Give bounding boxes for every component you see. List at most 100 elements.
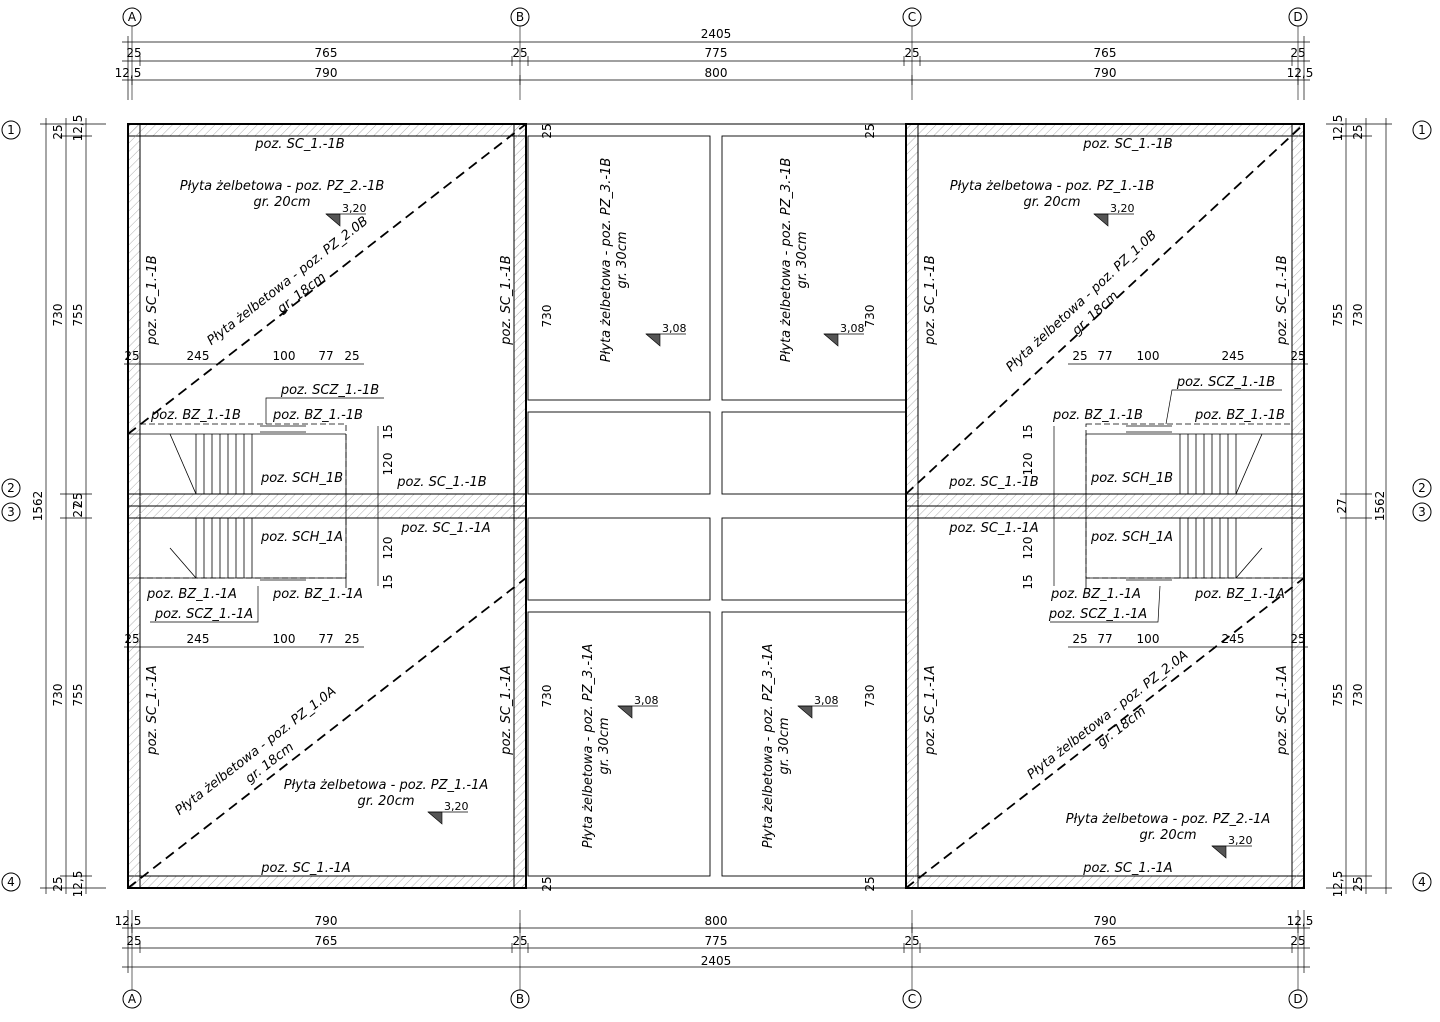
slab-thickness-label: gr. 20cm (1023, 195, 1080, 210)
stair-label: poz. SCH_1A (1090, 530, 1173, 545)
middle-slab-panels (526, 123, 907, 889)
axis-row-1-left: 1 (1, 120, 21, 140)
middle-slab-thickness: gr. 30cm (597, 717, 612, 774)
dim-label: 100 (273, 349, 296, 363)
dim-label: 25 (71, 492, 85, 507)
wall-label: poz. SC_1.-1A (260, 861, 350, 876)
level-value: 3,20 (1228, 834, 1253, 847)
dim-label: 730 (863, 685, 877, 708)
dim-total-width-bottom: 2405 (701, 954, 732, 968)
dim-label: 730 (540, 685, 554, 708)
wall-label: poz. SC_1.-1B (1275, 255, 1290, 345)
walls (127, 123, 1305, 889)
wall-label: poz. SC_1.-1B (396, 475, 486, 490)
dim-label: 790 (315, 914, 338, 928)
dim-label: 245 (1222, 632, 1245, 646)
wall-label: poz. SC_1.-1A (400, 521, 490, 536)
axis-label: 2 (7, 481, 15, 495)
dim-label: 25 (904, 46, 919, 60)
dim-label: 730 (1351, 684, 1365, 707)
wall-label: poz. SC_1.-1B (254, 137, 344, 152)
dim-label: 25 (863, 876, 877, 891)
dim-label: 765 (1094, 46, 1117, 60)
beam-label: poz. BZ_1.-1A (1194, 587, 1285, 602)
beam-label: poz. BZ_1.-1A (1050, 587, 1141, 602)
axis-column-c-bottom: C (902, 989, 922, 1009)
level-mark-slab-left-bottom: 3,20 (427, 800, 469, 825)
slab-label: Płyta żelbetowa - poz. PZ_1.-1A (284, 778, 489, 793)
wall-label: poz. SC_1.-1A (923, 665, 938, 755)
dim-label: 25 (1290, 632, 1305, 646)
axis-label: C (908, 10, 916, 24)
axis-row-1-right: 1 (1412, 120, 1432, 140)
dim-label: 25 (1351, 124, 1365, 139)
level-mark-slab-right-top: 3,20 (1093, 202, 1135, 227)
dim-label: 25 (1290, 934, 1305, 948)
dim-label: 15 (381, 424, 395, 439)
axis-column-d-bottom: D (1288, 989, 1308, 1009)
dim-label: 120 (381, 537, 395, 560)
axis-column-d-top: D (1288, 7, 1308, 27)
level-value: 3,08 (840, 322, 865, 335)
axis-label: 4 (7, 875, 15, 889)
diagonal-slab-label: Płyta żelbetowa - poz. PZ_2.0A (1024, 648, 1191, 783)
axis-label: 4 (1418, 875, 1426, 889)
diagonal-slab-label: Płyta żelbetowa - poz. PZ_2.0B (204, 214, 371, 349)
axis-row-3-right: 3 (1412, 502, 1432, 522)
outer-building-outline (127, 123, 1305, 889)
axis-label: C (908, 992, 916, 1006)
dim-label: 790 (315, 66, 338, 80)
axis-column-a-bottom: A (122, 989, 142, 1009)
level-mark-mid-4: 3,08 (797, 694, 839, 719)
dim-label: 755 (1331, 684, 1345, 707)
middle-slab-label: Płyta żelbetowa - poz. PZ_3.-1B (779, 158, 794, 363)
level-value: 3,08 (814, 694, 839, 707)
slab-thickness-label: gr. 20cm (357, 794, 414, 809)
stair-label: poz. SCH_1A (260, 530, 343, 545)
dim-label: 15 (1021, 424, 1035, 439)
dim-label: 765 (1094, 934, 1117, 948)
dim-label: 25 (344, 632, 359, 646)
axis-row-2-left: 2 (1, 478, 21, 498)
middle-slab-label: Płyta żelbetowa - poz. PZ_3.-1B (599, 158, 614, 363)
side-dimension-lines (40, 118, 1392, 894)
dim-label: 765 (315, 934, 338, 948)
level-value: 3,20 (342, 202, 367, 215)
middle-slab-thickness: gr. 30cm (777, 717, 792, 774)
dim-label: 25 (344, 349, 359, 363)
dim-label: 730 (51, 684, 65, 707)
bottom-dimension-lines (122, 910, 1310, 973)
dim-label: 800 (705, 66, 728, 80)
axis-column-c-top: C (902, 7, 922, 27)
stair-wall-label: poz. SCZ_1.-1B (1176, 375, 1275, 390)
stair-dimension-lines (124, 363, 1308, 648)
beam-label: poz. BZ_1.-1B (150, 408, 241, 423)
diagonal-slab-label: Płyta żelbetowa - poz. PZ_1.0A (172, 684, 339, 819)
beam-label: poz. BZ_1.-1B (1194, 408, 1285, 423)
middle-slab-thickness: gr. 30cm (615, 231, 630, 288)
dim-label: 12,5 (1287, 66, 1314, 80)
dim-label: 15 (381, 574, 395, 589)
level-value: 3,20 (1110, 202, 1135, 215)
dim-label: 12,5 (1287, 914, 1314, 928)
dim-label: 100 (1137, 349, 1160, 363)
dim-total-height-left: 1562 (31, 491, 45, 522)
top-dimension-lines (122, 36, 1310, 100)
dim-label: 15 (1021, 574, 1035, 589)
dim-label: 27 (1335, 498, 1349, 513)
dim-label: 77 (1097, 632, 1112, 646)
dim-label: 25 (512, 46, 527, 60)
dim-label: 25 (1290, 46, 1305, 60)
dim-label: 25 (540, 123, 554, 138)
axis-label: B (516, 10, 524, 24)
axis-row-3-left: 3 (1, 502, 21, 522)
wall-label: poz. SC_1.-1A (145, 665, 160, 755)
level-mark-slab-left-top: 3,20 (325, 202, 367, 227)
dim-label: 77 (318, 349, 333, 363)
dim-label: 245 (1222, 349, 1245, 363)
dim-label: 790 (1094, 66, 1117, 80)
stair-wall-label: poz. SCZ_1.-1A (1048, 607, 1147, 622)
dim-label: 800 (705, 914, 728, 928)
slab-label: Płyta żelbetowa - poz. PZ_2.-1B (180, 179, 385, 194)
dim-label: 25 (51, 124, 65, 139)
